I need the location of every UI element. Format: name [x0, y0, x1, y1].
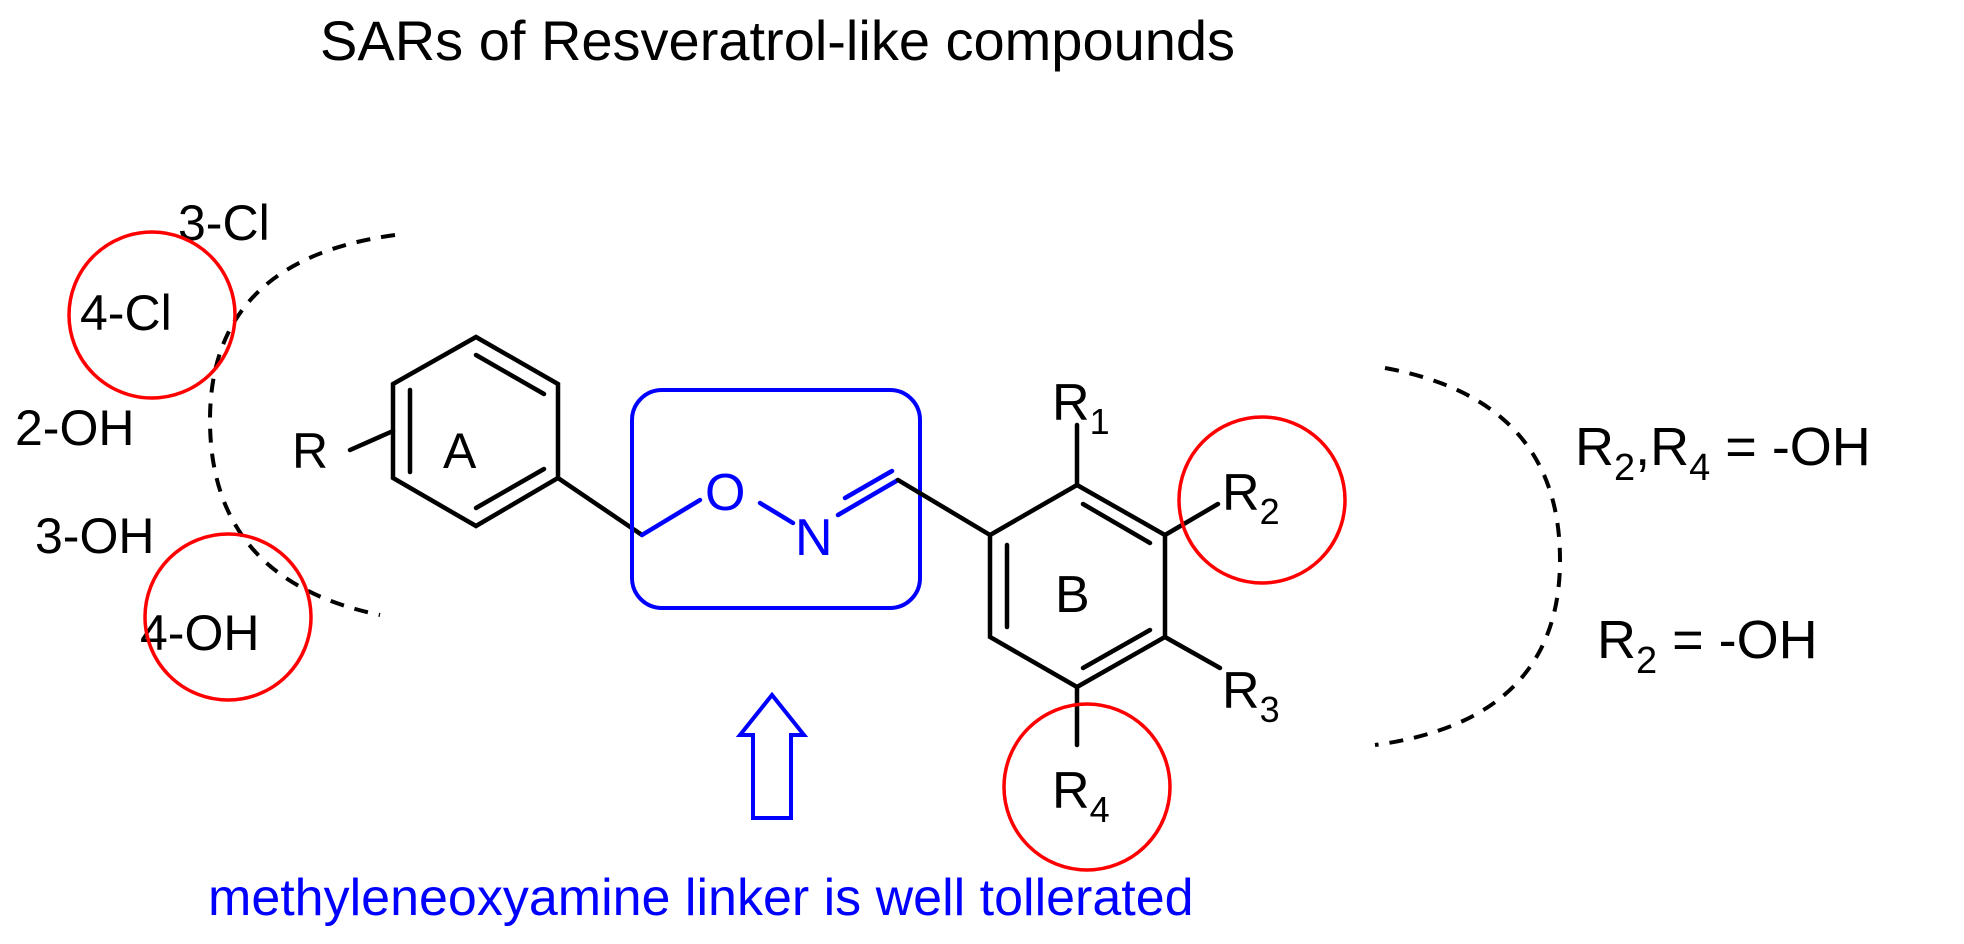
- bond-linker-ring-b: [895, 477, 993, 538]
- diagram-title: SARs of Resveratrol-like compounds: [320, 9, 1235, 72]
- bond-ring-a-ch2: [555, 475, 645, 538]
- label-2-oh: 2-OH: [15, 400, 134, 456]
- ring-a-label: A: [443, 423, 477, 479]
- ring-b-label: B: [1055, 566, 1090, 624]
- ring-b-sar-arc: [1374, 366, 1563, 747]
- ring-a: [347, 334, 561, 529]
- ring-b-r2-label: R2: [1222, 464, 1280, 532]
- highlight-circle-4-oh: [143, 532, 313, 702]
- ring-a-sar-arc: [207, 233, 396, 617]
- linker-caption: methyleneoxyamine linker is well tollera…: [208, 869, 1194, 927]
- ring-b-r1-label: R1: [1052, 374, 1110, 442]
- condition-r2-r4-oh: R2,R4 = -OH: [1575, 417, 1871, 489]
- linker-bonds: [639, 468, 901, 538]
- condition-r2-oh: R2 = -OH: [1597, 610, 1818, 682]
- ring-b: [987, 422, 1223, 748]
- ring-b-r4-label: R4: [1052, 762, 1110, 830]
- highlight-circle-4-cl: [67, 230, 237, 400]
- linker-o-label: O: [705, 464, 745, 522]
- up-arrow-icon: [735, 691, 809, 820]
- label-4-oh: 4-OH: [140, 605, 259, 661]
- linker-n-label: N: [795, 509, 833, 567]
- label-3-oh: 3-OH: [35, 508, 154, 564]
- ring-b-r3-label: R3: [1222, 662, 1280, 730]
- highlight-circle-r4: [1002, 702, 1172, 872]
- ring-a-r-label: R: [292, 423, 328, 479]
- linker-highlight-box: [630, 388, 922, 610]
- highlight-circle-r2: [1177, 415, 1347, 585]
- label-4-cl: 4-Cl: [80, 285, 172, 341]
